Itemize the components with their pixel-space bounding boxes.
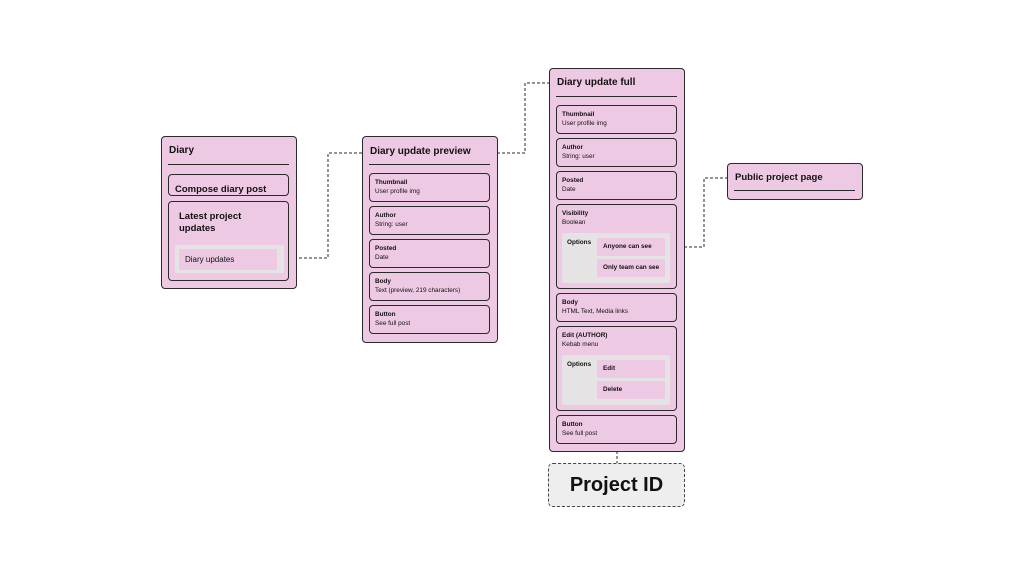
- field-label: Visibility: [562, 210, 589, 217]
- preview-field-posted: Posted Date: [369, 239, 490, 268]
- field-label: Author: [375, 212, 396, 219]
- field-value: HTML Text, Media links: [562, 308, 629, 315]
- full-field-body: Body HTML Text, Media links: [556, 293, 677, 322]
- full-field-button[interactable]: Button See full post: [556, 415, 677, 444]
- field-value: See full post: [375, 320, 411, 327]
- public-project-page-panel[interactable]: [727, 163, 863, 200]
- preview-field-thumbnail: Thumbnail User profile img: [369, 173, 490, 202]
- preview-field-author: Author String: user: [369, 206, 490, 235]
- field-label: Posted: [562, 177, 584, 184]
- field-label: Body: [375, 278, 391, 285]
- field-label: Body: [562, 299, 578, 306]
- preview-title-rule: [369, 164, 490, 165]
- preview-title: Diary update preview: [370, 146, 471, 157]
- field-label: Posted: [375, 245, 397, 252]
- option-anyone-can-see[interactable]: Anyone can see: [597, 238, 665, 256]
- field-value: See full post: [562, 430, 598, 437]
- option-edit[interactable]: Edit: [597, 360, 665, 378]
- field-label: Author: [562, 144, 583, 151]
- field-label: Thumbnail: [375, 179, 408, 186]
- diary-title-rule: [168, 164, 289, 165]
- field-value: String: user: [562, 153, 595, 160]
- connector-preview-to-full: [492, 82, 549, 154]
- preview-field-body: Body Text (preview, 219 characters): [369, 272, 490, 301]
- preview-field-button[interactable]: Button See full post: [369, 305, 490, 334]
- connector-diary-to-preview: [284, 152, 362, 259]
- field-value: Boolean: [562, 219, 586, 226]
- field-value: Date: [562, 186, 576, 193]
- project-id-label: Project ID: [569, 473, 664, 496]
- field-value: Text (preview, 219 characters): [375, 287, 461, 294]
- field-label: Edit (AUTHOR): [562, 332, 608, 339]
- full-title-rule: [556, 96, 677, 97]
- public-project-page-rule: [734, 190, 855, 191]
- field-value: Kebab menu: [562, 341, 599, 348]
- compose-diary-post[interactable]: Compose diary post: [168, 174, 289, 196]
- field-value: User profile img: [375, 188, 420, 195]
- option-only-team-can-see[interactable]: Only team can see: [597, 259, 665, 277]
- full-title: Diary update full: [557, 77, 636, 88]
- compose-label: Compose diary post: [175, 184, 267, 195]
- field-label: Thumbnail: [562, 111, 595, 118]
- field-label: Button: [375, 311, 396, 318]
- field-label: Button: [562, 421, 583, 428]
- latest-label: Latest project updates: [179, 211, 242, 234]
- field-value: Date: [375, 254, 389, 261]
- field-value: String: user: [375, 221, 408, 228]
- project-id-box: Project ID: [548, 463, 685, 507]
- visibility-options-label: Options: [567, 239, 592, 246]
- option-delete[interactable]: Delete: [597, 381, 665, 399]
- full-field-posted: Posted Date: [556, 171, 677, 200]
- public-project-page-title: Public project page: [735, 172, 823, 183]
- field-value: User profile img: [562, 120, 607, 127]
- diary-updates-item[interactable]: Diary updates: [179, 249, 277, 270]
- diary-title: Diary: [169, 145, 195, 156]
- edit-options-label: Options: [567, 361, 592, 368]
- full-field-author: Author String: user: [556, 138, 677, 167]
- full-field-thumbnail: Thumbnail User profile img: [556, 105, 677, 134]
